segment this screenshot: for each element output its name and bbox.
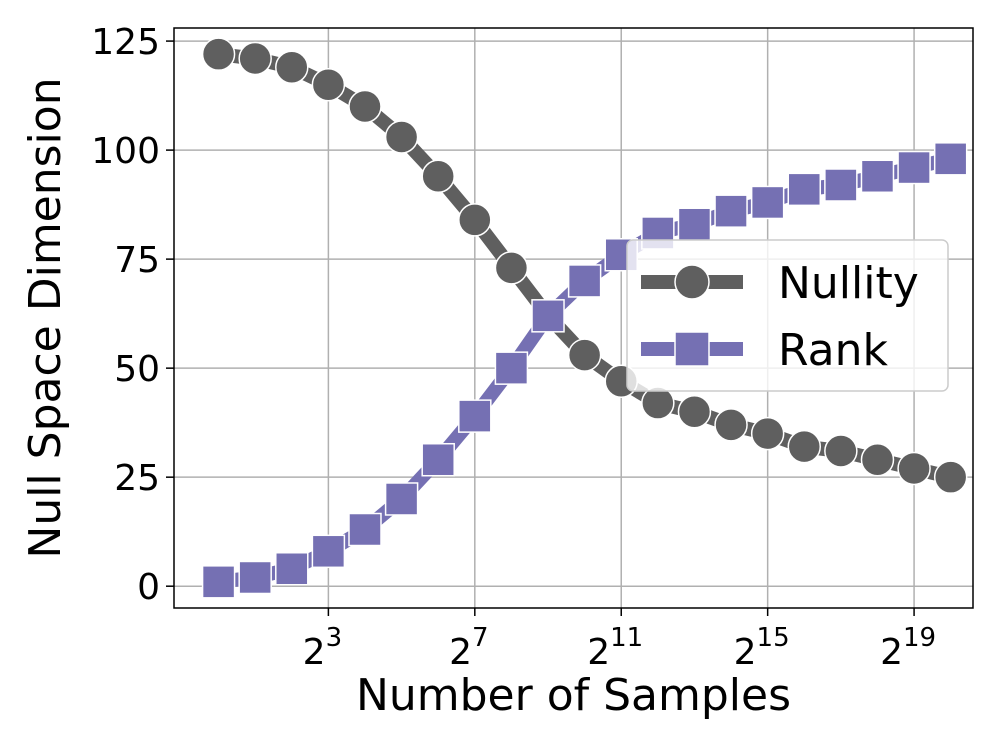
nullity-point [238, 41, 272, 76]
rank-point [824, 168, 858, 202]
legend-item-rank: Rank [641, 325, 888, 376]
rank-point [567, 264, 602, 298]
nullity-point [750, 416, 785, 451]
y-tick-label: 125 [91, 22, 160, 63]
plot-frame [173, 27, 974, 609]
nullity-point [494, 251, 529, 285]
y-tick-label: 25 [114, 458, 160, 499]
x-tick-label: 211 [587, 623, 643, 673]
rank-point [494, 351, 529, 385]
x-tick-base: 2 [449, 632, 472, 673]
rank-point [677, 207, 712, 241]
series-rank [201, 142, 968, 599]
x-tick-base: 2 [303, 632, 326, 673]
x-tick-exponent: 3 [326, 623, 343, 653]
nullity-point [897, 451, 931, 486]
nullity-point [458, 203, 492, 237]
legend-item-nullity: Nullity [641, 258, 919, 309]
nullity-point [641, 386, 675, 420]
nullity-point [714, 408, 748, 442]
rank-point [384, 482, 419, 516]
series-nullity [201, 37, 968, 494]
rank-point [201, 565, 236, 599]
nullity-point [384, 120, 419, 154]
rank-point [348, 512, 382, 547]
legend-swatch-marker [674, 264, 710, 300]
rank-point [787, 172, 822, 207]
nullity-point [677, 395, 712, 429]
y-tick-label: 50 [114, 349, 160, 390]
nullity-point [860, 442, 895, 477]
x-tick-label: 27 [449, 623, 488, 673]
nullity-point [311, 67, 346, 102]
rank-point [531, 299, 565, 333]
legend-label: Nullity [778, 258, 919, 309]
y-tick-label: 100 [91, 131, 160, 172]
rank-point [458, 399, 492, 433]
nullity-point [787, 429, 822, 464]
x-tick-exponent: 11 [610, 623, 643, 653]
y-tick-label: 0 [137, 567, 160, 608]
x-tick-base: 2 [587, 632, 610, 673]
nullity-point [824, 434, 858, 468]
x-tick-exponent: 7 [472, 623, 489, 653]
y-tick-label: 75 [114, 240, 160, 281]
nullity-point [933, 460, 968, 494]
nullity-point [421, 159, 455, 194]
rank-point [897, 150, 931, 185]
nullity-point [348, 89, 382, 124]
rank-point [714, 194, 748, 228]
rank-point [750, 185, 785, 220]
legend-swatch-marker [674, 331, 710, 367]
x-tick-label: 215 [734, 623, 790, 673]
nullity-point [567, 338, 602, 372]
x-tick-exponent: 19 [903, 623, 936, 653]
x-tick-base: 2 [734, 632, 757, 673]
x-tick-base: 2 [880, 632, 903, 673]
rank-point [275, 552, 309, 586]
rank-point [933, 142, 968, 176]
x-axis-label: Number of Samples [356, 670, 791, 721]
x-tick-exponent: 15 [757, 623, 790, 653]
x-tick-label: 23 [303, 623, 342, 673]
nullity-point [275, 50, 309, 84]
y-axis-label: Null Space Dimension [20, 77, 71, 558]
rank-point [311, 534, 346, 569]
rank-point [421, 442, 455, 477]
nullity-point [201, 37, 236, 71]
series-layer [201, 37, 968, 599]
x-tick-label: 219 [880, 623, 936, 673]
rank-point [860, 159, 895, 194]
grid [174, 28, 973, 608]
rank-point [238, 560, 272, 595]
legend-label: Rank [778, 325, 888, 376]
